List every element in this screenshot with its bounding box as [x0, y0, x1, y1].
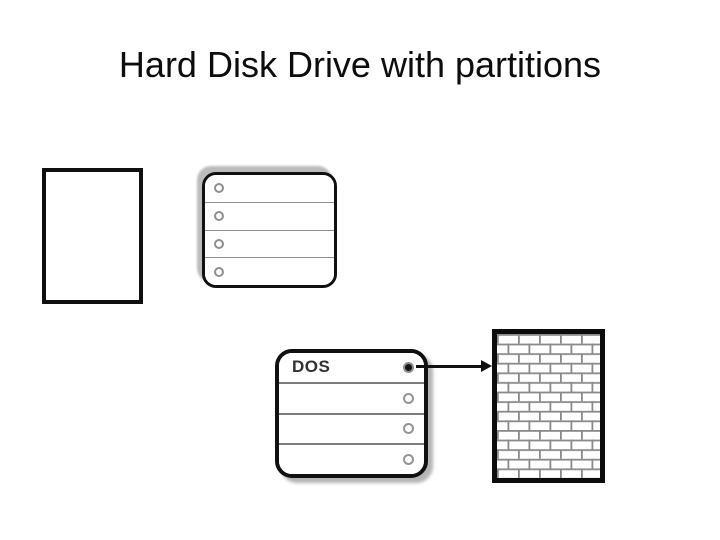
partition-table	[202, 172, 337, 288]
dos-partition-table: DOS	[275, 349, 428, 478]
entry-circle-icon	[214, 238, 224, 249]
partition-table-row	[205, 229, 334, 258]
partition-table-row	[205, 201, 334, 230]
entry-circle-icon	[214, 183, 224, 194]
connector-arrow-line	[416, 365, 483, 368]
selected-entry-bullseye-icon	[403, 361, 414, 373]
entry-circle-icon	[403, 423, 414, 435]
dos-partition-row	[279, 443, 424, 474]
disk-data-region	[492, 329, 605, 483]
disk-rectangle	[42, 168, 143, 304]
entry-circle-icon	[214, 266, 224, 277]
brick-pattern-graphic	[497, 334, 600, 478]
entry-circle-icon	[403, 454, 414, 466]
entry-circle-icon	[403, 392, 414, 404]
dos-label: DOS	[292, 357, 331, 377]
dos-partition-row	[279, 412, 424, 444]
entry-circle-icon	[214, 211, 224, 222]
connector-arrowhead-icon	[481, 360, 492, 372]
dos-partition-row: DOS	[279, 353, 424, 382]
partition-table-row	[205, 175, 334, 202]
dos-partition-row	[279, 381, 424, 413]
slide-title: Hard Disk Drive with partitions	[118, 44, 602, 85]
partition-table-row	[205, 257, 334, 285]
